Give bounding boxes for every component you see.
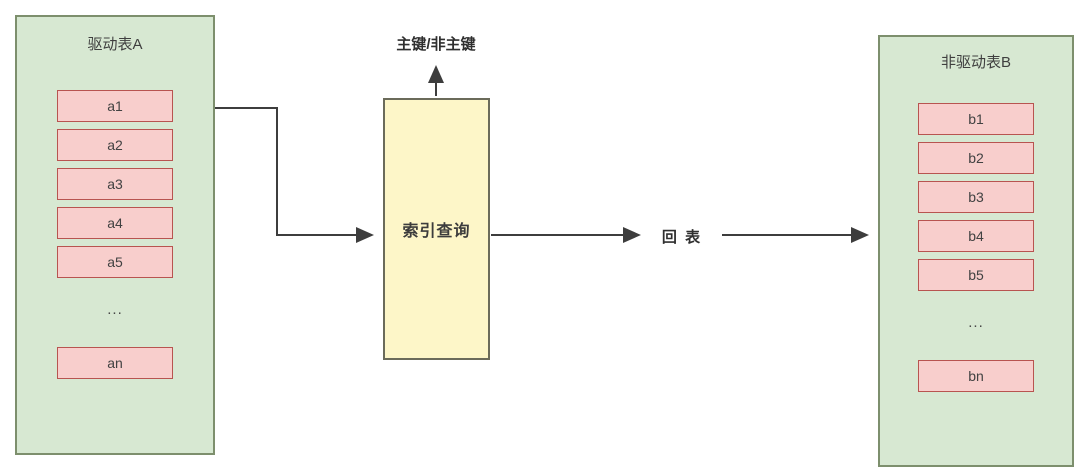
non-driving-table-b: 非驱动表B b1 b2 b3 b4 b5 ... bn [878,35,1074,467]
ellipsis-text: ... [107,301,123,318]
driving-table-a-rows: a1 a2 a3 a4 a5 ... an [57,90,173,379]
table-row-a2: a2 [57,129,173,161]
driving-table-a-title: 驱动表A [87,36,143,53]
table-row-b3: b3 [918,181,1034,213]
table-row-an: an [57,347,173,379]
back-to-table-label: 回 表 [661,229,703,246]
table-row-a4: a4 [57,207,173,239]
table-row-b1: b1 [918,103,1034,135]
driving-table-a: 驱动表A a1 a2 a3 a4 a5 ... an [15,15,215,455]
table-row-a1: a1 [57,90,173,122]
table-row-a5: a5 [57,246,173,278]
non-driving-table-b-rows: b1 b2 b3 b4 b5 ... bn [918,103,1034,392]
table-row-bn: bn [918,360,1034,392]
table-row-b2: b2 [918,142,1034,174]
table-row-b5: b5 [918,259,1034,291]
non-driving-table-b-title: 非驱动表B [940,54,1011,71]
table-row-a3: a3 [57,168,173,200]
key-type-label: 主键/非主键 [396,36,476,53]
table-row-b4: b4 [918,220,1034,252]
ellipsis-text: ... [968,314,984,331]
index-query-box: 索引查询 [383,98,490,360]
index-query-label: 索引查询 [402,223,471,240]
